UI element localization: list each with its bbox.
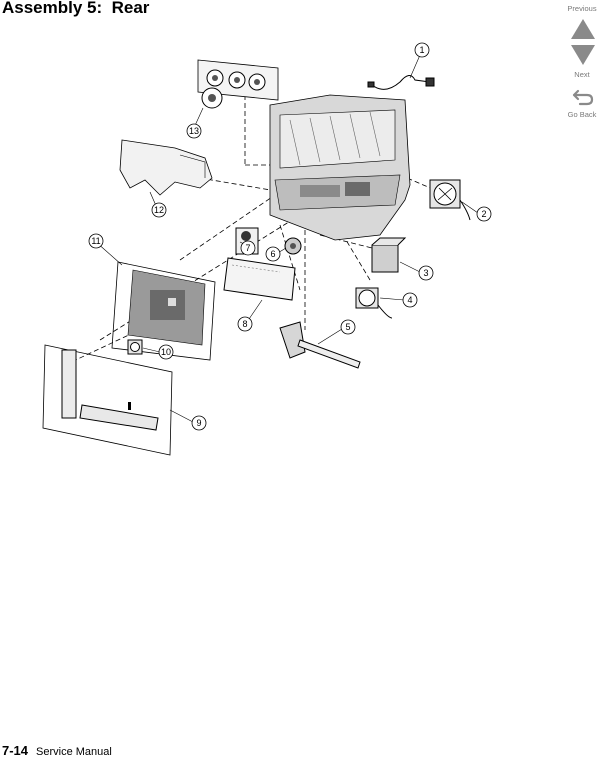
callout-2: 2 (481, 209, 486, 219)
power-cord-part (367, 75, 435, 90)
callout-circles (88, 42, 492, 431)
board-fan-part (127, 339, 143, 355)
manual-title: Service Manual (36, 746, 112, 758)
fan-part (429, 179, 471, 221)
control-board-part (197, 59, 279, 109)
power-block-part (371, 237, 407, 273)
callout-11: 11 (91, 236, 100, 246)
next-label: Next (574, 70, 590, 79)
page-footer: 7-14 Service Manual (2, 743, 112, 758)
callout-10: 10 (161, 347, 171, 357)
go-back-label: Go Back (567, 110, 597, 119)
callout-12: 12 (154, 205, 164, 215)
callout-5: 5 (345, 322, 350, 332)
shield-bracket-part (119, 139, 213, 196)
page-title: Assembly 5: Rear (2, 0, 150, 17)
down-arrow-icon (571, 45, 595, 65)
cage-assembly-box (42, 344, 173, 456)
callout-4: 4 (407, 295, 412, 305)
callout-6: 6 (270, 249, 275, 259)
motor-part (284, 237, 302, 255)
drive-arm-part (279, 321, 361, 369)
small-fan-part (355, 287, 393, 319)
callout-7: 7 (245, 243, 250, 253)
callout-8: 8 (242, 319, 247, 329)
return-arrow-icon (572, 89, 594, 106)
next-button[interactable] (570, 44, 596, 66)
callout-3: 3 (423, 268, 428, 278)
callout-13: 13 (189, 126, 199, 136)
controller-board-box (111, 261, 216, 361)
interface-board-part (223, 257, 296, 301)
previous-label: Previous (567, 4, 597, 13)
page-number: 7-14 (2, 743, 29, 758)
previous-button[interactable] (570, 18, 596, 40)
go-back-button[interactable] (572, 88, 594, 106)
up-arrow-icon (571, 19, 595, 39)
main-frame-part (269, 94, 411, 241)
callout-1: 1 (419, 45, 424, 55)
callout-9: 9 (196, 418, 201, 428)
